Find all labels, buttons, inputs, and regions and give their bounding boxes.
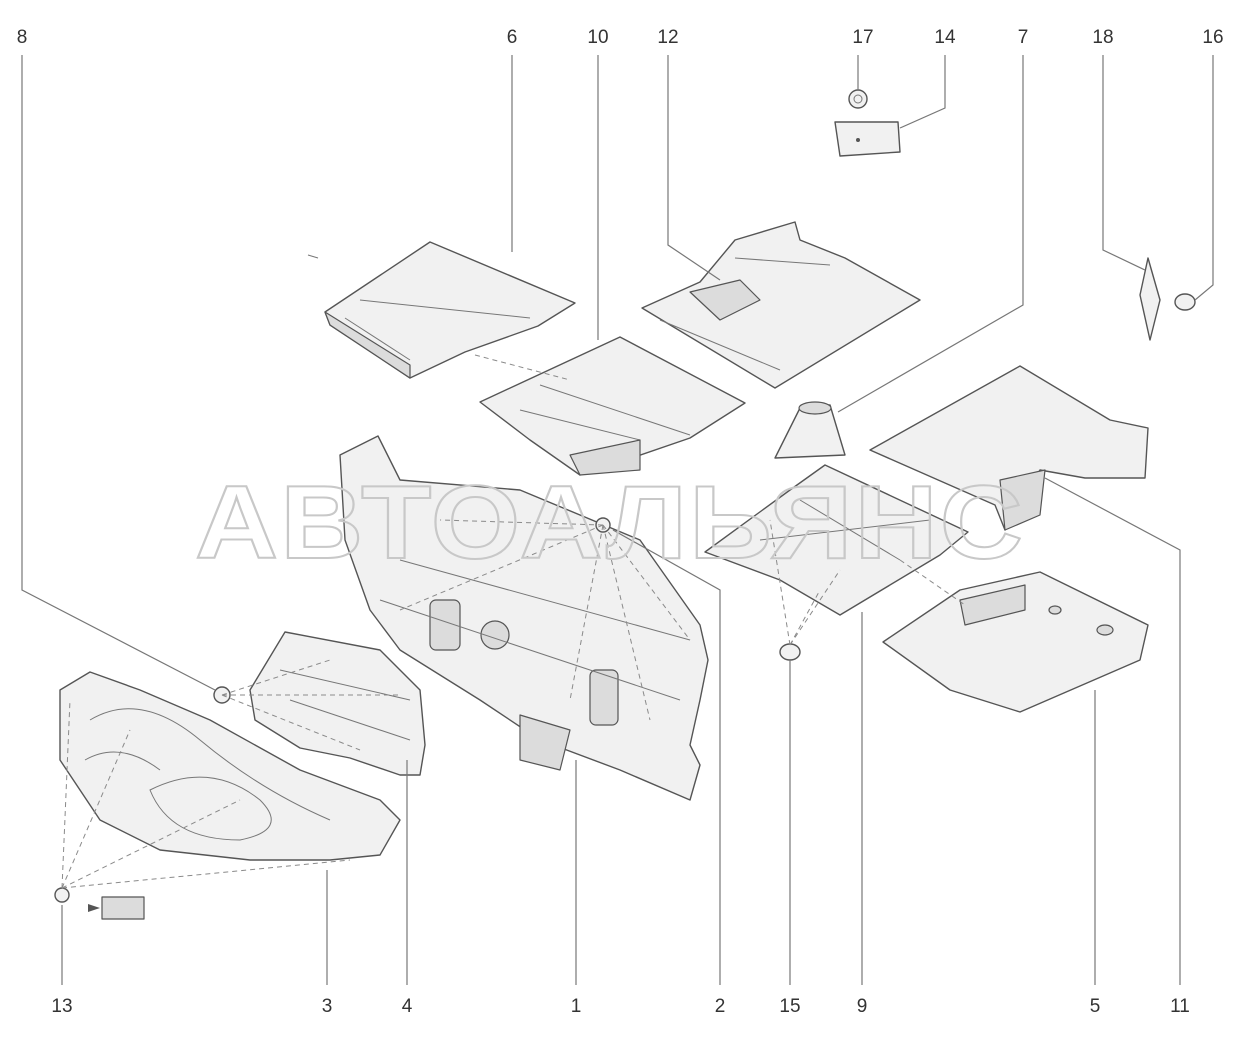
- callout-6: 6: [507, 27, 518, 48]
- part-6-panel: [307, 241, 576, 379]
- part-9-panel: [704, 464, 969, 616]
- part-7-boot: [774, 401, 846, 459]
- callout-7: 7: [1018, 27, 1029, 48]
- leader-lines: [21, 55, 1214, 985]
- assembly-lines: [61, 354, 966, 889]
- part-17-grommet: [848, 89, 868, 109]
- callout-10: 10: [587, 27, 608, 48]
- callout-14: 14: [934, 27, 956, 48]
- part-14-patch: [834, 121, 901, 157]
- callout-3: 3: [322, 996, 333, 1017]
- callout-9: 9: [857, 996, 868, 1017]
- part-15-grommet: [779, 643, 801, 661]
- callout-12: 12: [657, 27, 678, 48]
- callout-1: 1: [571, 996, 582, 1017]
- callout-17: 17: [852, 27, 873, 48]
- callout-4: 4: [402, 996, 413, 1017]
- part-1-dash-insulator: [339, 435, 709, 801]
- callout-18: 18: [1092, 27, 1113, 48]
- callout-16: 16: [1202, 27, 1223, 48]
- callouts-top: 8 6 10 12 17 14 7 18 16: [17, 27, 1224, 48]
- part-16-clip: [1174, 293, 1196, 311]
- part-10-panel: [479, 336, 746, 476]
- part-12-panel: [641, 221, 921, 389]
- part-13-clip: [54, 887, 145, 920]
- part-11-panel: [869, 365, 1149, 531]
- callout-8: 8: [17, 27, 28, 48]
- part-4-insulator: [213, 631, 426, 776]
- callout-15: 15: [779, 996, 800, 1017]
- part-3-hood-insulator: [59, 671, 401, 861]
- callout-13: 13: [51, 996, 72, 1017]
- part-5-panel: [882, 571, 1149, 713]
- callouts-bottom: 13 3 4 1 2 15 9 5 11: [51, 996, 1189, 1017]
- watermark: АВТОАЛЬЯНС: [195, 465, 1025, 581]
- callout-5: 5: [1090, 996, 1101, 1017]
- callout-11: 11: [1170, 996, 1190, 1017]
- part-18-pad: [1139, 257, 1161, 341]
- callout-2: 2: [715, 996, 726, 1017]
